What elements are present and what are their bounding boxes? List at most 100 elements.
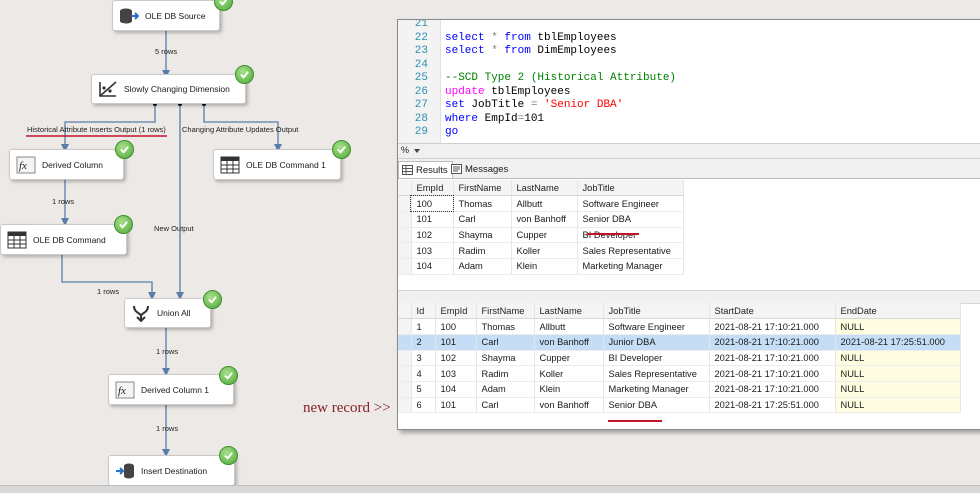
row-number[interactable] [398, 242, 412, 259]
grid-cell[interactable]: Adam [476, 381, 535, 398]
row-number[interactable] [398, 350, 412, 367]
grid-cell[interactable]: von Banhoff [534, 334, 604, 351]
tab-messages[interactable]: Messages [448, 161, 512, 177]
grid-cell[interactable]: von Banhoff [534, 397, 604, 414]
grid-cell[interactable]: 100 [410, 194, 454, 213]
grid-cell[interactable]: 2 [411, 334, 436, 351]
grid-cell[interactable]: 104 [435, 381, 477, 398]
grid-cell[interactable]: Adam [453, 258, 512, 275]
column-header[interactable]: JobTitle [603, 303, 710, 320]
grid-cell[interactable]: Marketing Manager [577, 258, 684, 275]
column-header[interactable]: FirstName [476, 303, 535, 320]
column-header[interactable]: StartDate [709, 303, 836, 320]
task-union-all[interactable]: Union All [124, 298, 211, 328]
grid-cell[interactable]: Software Engineer [603, 318, 710, 335]
task-ole-db-command[interactable]: OLE DB Command [0, 224, 127, 255]
task-ole-db-source[interactable]: OLE DB Source [112, 0, 220, 31]
grid-cell[interactable]: Allbutt [511, 195, 578, 212]
grid-cell[interactable]: von Banhoff [511, 211, 578, 228]
chevron-down-icon[interactable] [414, 149, 420, 153]
grid-cell[interactable]: 104 [411, 258, 454, 275]
grid-cell[interactable]: NULL [835, 318, 961, 335]
grid-splitter[interactable] [398, 290, 980, 304]
column-header[interactable]: LastName [534, 303, 604, 320]
grid-cell[interactable]: Radim [453, 242, 512, 259]
row-number[interactable] [398, 381, 412, 398]
grid-cell[interactable]: 4 [411, 365, 436, 382]
tab-results[interactable]: Results [398, 161, 453, 178]
grid-cell[interactable]: NULL [835, 365, 961, 382]
task-slowly-changing-dimension[interactable]: Slowly Changing Dimension [91, 74, 246, 104]
column-header[interactable]: Id [411, 303, 436, 320]
row-number[interactable] [398, 258, 412, 275]
grid-cell[interactable]: 102 [435, 350, 477, 367]
grid-cell[interactable]: Allbutt [534, 318, 604, 335]
grid-cell[interactable]: 103 [435, 365, 477, 382]
column-header[interactable]: EmpId [411, 180, 454, 197]
grid-cell[interactable]: Carl [476, 334, 535, 351]
grid-cell[interactable]: 101 [435, 397, 477, 414]
row-number[interactable] [398, 397, 412, 414]
task-derived-column[interactable]: fx Derived Column [9, 149, 124, 180]
grid-cell[interactable]: 102 [411, 227, 454, 244]
row-number[interactable] [398, 334, 412, 351]
grid-cell[interactable]: Cupper [534, 350, 604, 367]
task-derived-column-1[interactable]: fx Derived Column 1 [108, 374, 234, 405]
grid-cell[interactable]: 101 [411, 211, 454, 228]
grid-cell[interactable]: 2021-08-21 17:10:21.000 [709, 350, 836, 367]
grid-cell[interactable]: Cupper [511, 227, 578, 244]
grid-corner[interactable] [398, 180, 412, 197]
row-number[interactable] [398, 211, 412, 228]
grid-cell[interactable]: 2021-08-21 17:10:21.000 [709, 318, 836, 335]
grid-cell[interactable]: NULL [835, 381, 961, 398]
column-header[interactable]: EndDate [835, 303, 961, 320]
grid-cell[interactable]: Carl [476, 397, 535, 414]
grid-cell[interactable]: Thomas [453, 195, 512, 212]
grid-cell[interactable]: Senior DBA [603, 397, 710, 414]
grid-cell[interactable]: Koller [534, 365, 604, 382]
row-number[interactable] [398, 318, 412, 335]
column-header[interactable]: FirstName [453, 180, 512, 197]
grid-cell[interactable]: Junior DBA [603, 334, 710, 351]
column-header[interactable]: JobTitle [577, 180, 684, 197]
grid-cell[interactable]: 2021-08-21 17:10:21.000 [709, 381, 836, 398]
grid-cell[interactable]: 1 [411, 318, 436, 335]
zoom-level[interactable]: % [401, 145, 410, 155]
grid-cell[interactable]: 2021-08-21 17:25:51.000 [709, 397, 836, 414]
grid-cell[interactable]: Software Engineer [577, 195, 684, 212]
grid-cell[interactable]: Koller [511, 242, 578, 259]
grid-cell[interactable]: 103 [411, 242, 454, 259]
grid-cell[interactable]: Sales Representative [603, 365, 710, 382]
grid-cell[interactable]: Shayma [453, 227, 512, 244]
data-flow-canvas[interactable]: 5 rows Historical Attribute Inserts Outp… [0, 0, 395, 492]
grid-cell[interactable]: NULL [835, 397, 961, 414]
row-number[interactable] [398, 227, 412, 244]
grid-cell[interactable]: Klein [511, 258, 578, 275]
grid-cell[interactable]: 2021-08-21 17:10:21.000 [709, 334, 836, 351]
grid-cell[interactable]: Radim [476, 365, 535, 382]
column-header[interactable]: LastName [511, 180, 578, 197]
column-header[interactable]: EmpId [435, 303, 477, 320]
grid-cell[interactable]: Klein [534, 381, 604, 398]
grid-cell[interactable]: 3 [411, 350, 436, 367]
grid-cell[interactable]: Thomas [476, 318, 535, 335]
grid-cell[interactable]: 100 [435, 318, 477, 335]
row-number[interactable] [398, 195, 412, 212]
grid-corner[interactable] [398, 303, 412, 320]
grid-cell[interactable]: Senior DBA [577, 211, 684, 228]
task-ole-db-command-1[interactable]: OLE DB Command 1 [213, 149, 341, 180]
